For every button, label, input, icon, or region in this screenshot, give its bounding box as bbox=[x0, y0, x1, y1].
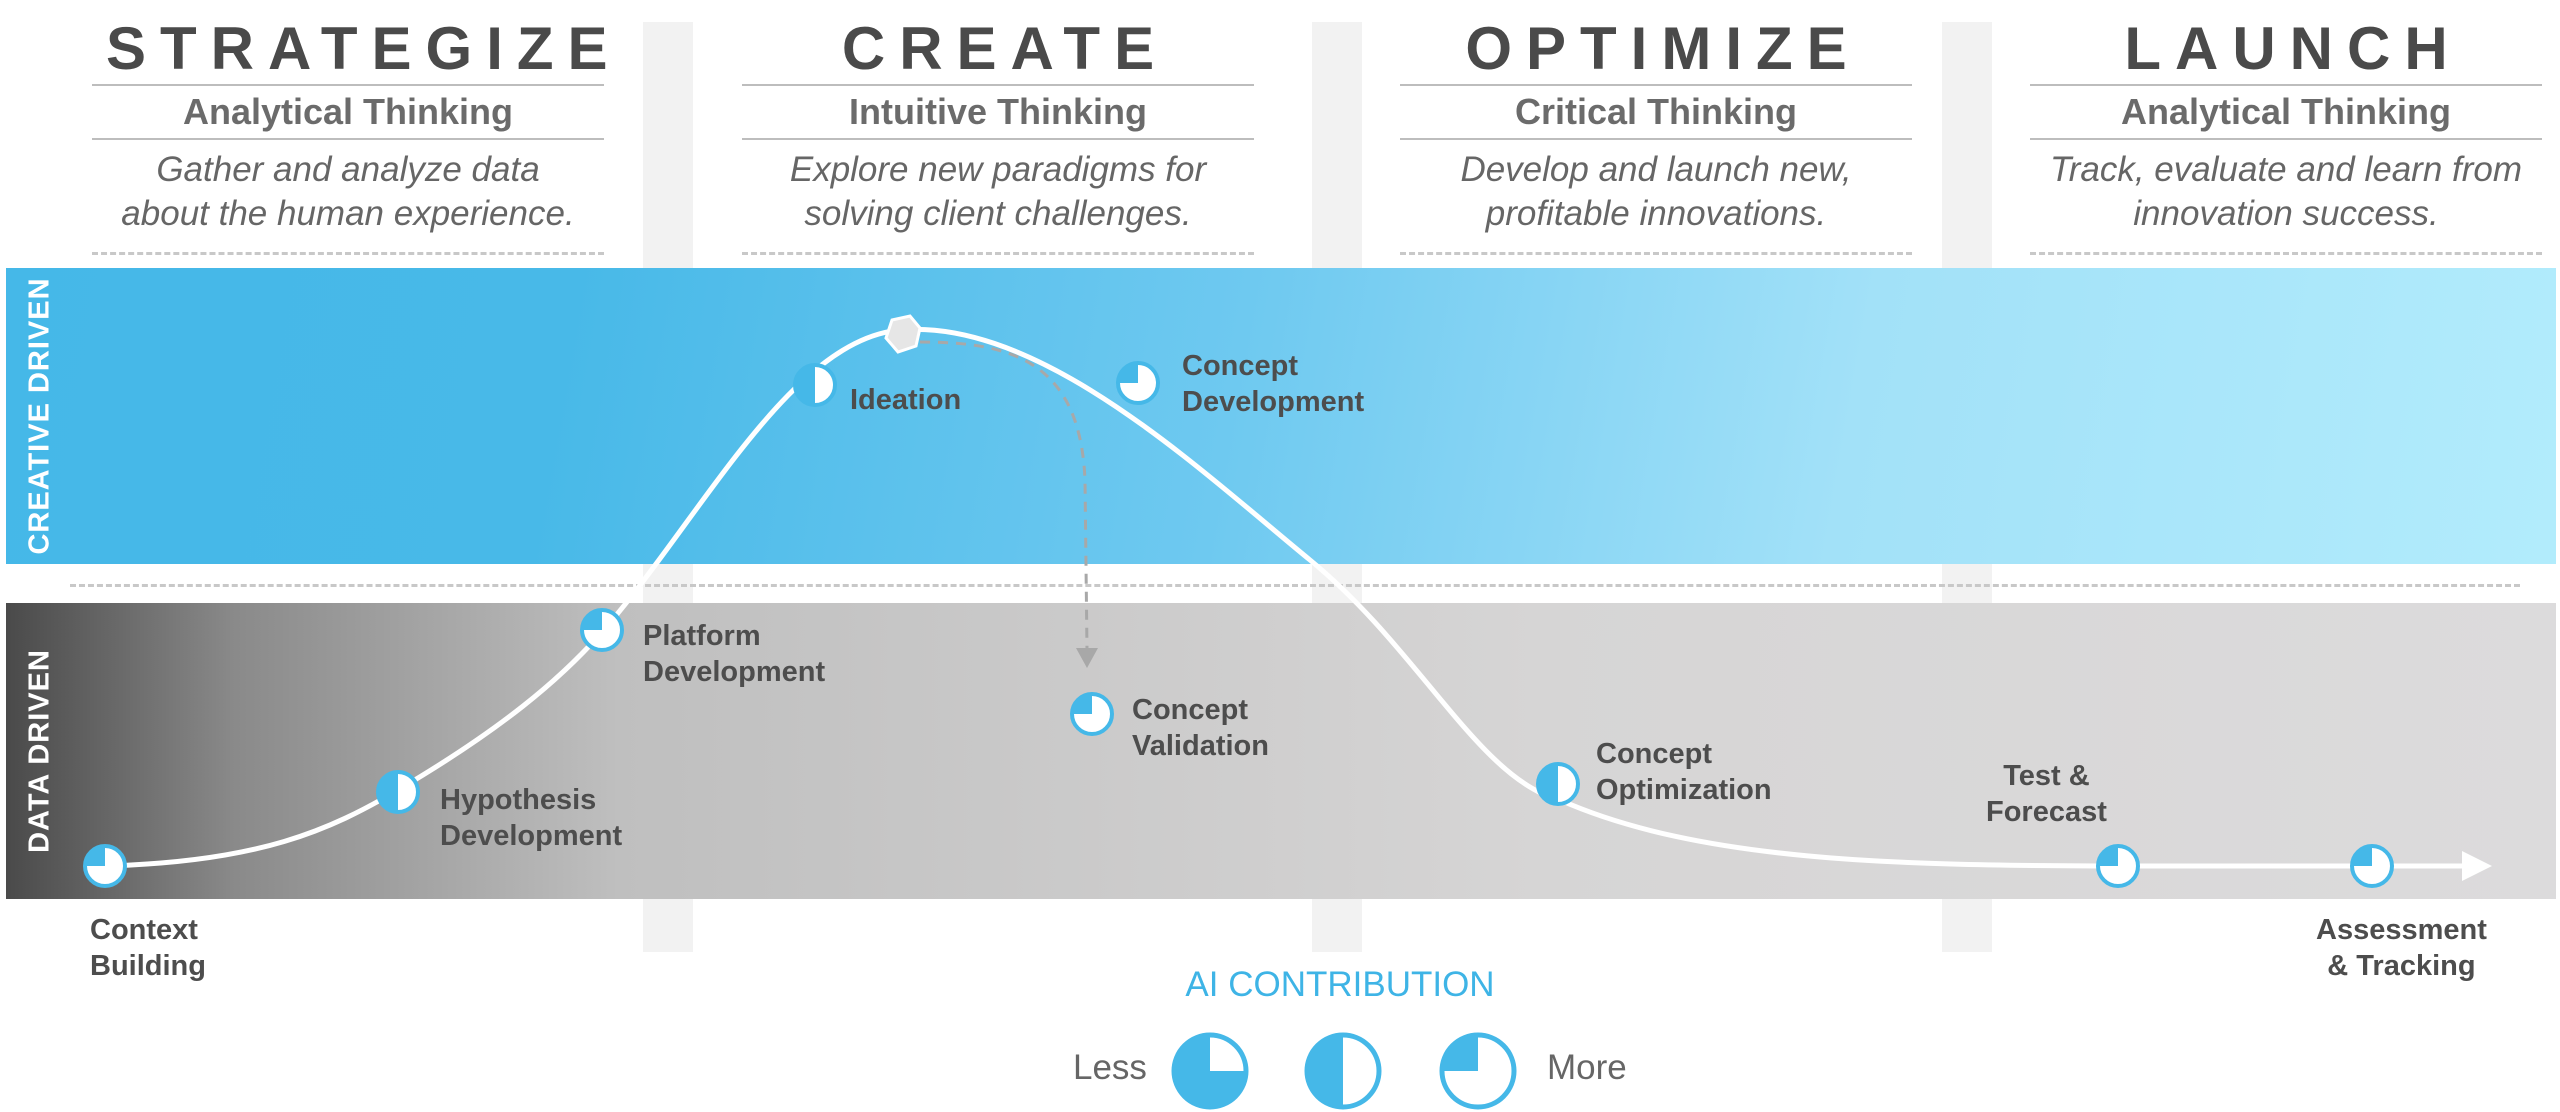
legend-pie-icon bbox=[1171, 1032, 1249, 1110]
legend-more-label: More bbox=[1547, 1048, 1627, 1087]
phase-divider bbox=[92, 252, 604, 255]
phase-strategize: STRATEGIZE Analytical Thinking Gather an… bbox=[92, 14, 622, 255]
phase-rule bbox=[1400, 138, 1912, 140]
node-label-concept-validation: Concept Validation bbox=[1132, 694, 1269, 762]
phase-title: LAUNCH bbox=[2124, 15, 2462, 82]
phase-mode: Analytical Thinking bbox=[2120, 91, 2452, 132]
phase-rule bbox=[92, 84, 604, 86]
creative-driven-band: CREATIVE DRIVEN bbox=[6, 268, 2556, 564]
phase-mode: Critical Thinking bbox=[1514, 91, 1798, 132]
process-curve bbox=[102, 326, 2473, 869]
ai-contribution-pie-icon bbox=[2096, 844, 2140, 888]
phase-rule bbox=[742, 84, 1254, 86]
peak-marker-icon bbox=[884, 314, 922, 354]
phase-description: Gather and analyze data about the human … bbox=[121, 150, 575, 233]
node-label-concept-optimization: Concept Optimization bbox=[1596, 738, 1772, 806]
ai-contribution-pie-icon bbox=[2350, 844, 2394, 888]
phase-rule bbox=[742, 138, 1254, 140]
node-label-hypothesis-development: Hypothesis Development bbox=[440, 784, 623, 852]
ai-contribution-pie-icon bbox=[376, 770, 420, 814]
node-label-ideation: Ideation bbox=[850, 384, 962, 416]
node-label-test-forecast: Test & Forecast bbox=[1986, 760, 2107, 828]
phase-rule bbox=[2030, 138, 2542, 140]
phase-rule bbox=[1400, 84, 1912, 86]
phase-description: Explore new paradigms for solving client… bbox=[789, 150, 1207, 233]
node-label-assessment-tracking: Assessment & Tracking bbox=[2316, 914, 2487, 982]
node-label-platform-development: Platform Development bbox=[643, 620, 826, 688]
phase-title: STRATEGIZE bbox=[106, 15, 622, 82]
dashed-connector bbox=[919, 340, 1089, 651]
phase-optimize: OPTIMIZE Critical Thinking Develop and l… bbox=[1400, 14, 1912, 255]
phase-launch: LAUNCH Analytical Thinking Track, evalua… bbox=[2030, 14, 2542, 255]
phase-mode: Analytical Thinking bbox=[182, 91, 514, 132]
legend-pie-icon bbox=[1304, 1032, 1382, 1110]
phase-title: OPTIMIZE bbox=[1465, 15, 1861, 82]
legend-pie-icon bbox=[1439, 1032, 1517, 1110]
ai-contribution-pie-icon bbox=[1070, 692, 1114, 736]
phase-mode: Intuitive Thinking bbox=[849, 91, 1147, 132]
phase-divider bbox=[1400, 252, 1912, 255]
node-label-context-building: Context Building bbox=[90, 914, 206, 982]
phase-divider bbox=[742, 252, 1254, 255]
phase-description: Develop and launch new, profitable innov… bbox=[1460, 150, 1852, 233]
node-label-concept-development: Concept Development bbox=[1182, 350, 1365, 418]
phase-create: CREATE Intuitive Thinking Explore new pa… bbox=[742, 14, 1254, 255]
phase-divider bbox=[2030, 252, 2542, 255]
dashed-connector-arrow-icon bbox=[1076, 648, 1098, 668]
phase-rule bbox=[92, 138, 604, 140]
ai-contribution-pie-icon bbox=[793, 363, 837, 407]
phase-title: CREATE bbox=[841, 15, 1169, 82]
phase-rule bbox=[2030, 84, 2542, 86]
band-divider bbox=[70, 584, 2520, 587]
legend-less-label: Less bbox=[1073, 1048, 1147, 1087]
ai-contribution-pie-icon bbox=[580, 608, 624, 652]
curve-end-arrow-icon bbox=[2462, 851, 2492, 881]
legend-title: AI CONTRIBUTION bbox=[1185, 965, 1495, 1004]
ai-contribution-pie-icon bbox=[1536, 762, 1580, 806]
phase-description: Track, evaluate and learn from innovatio… bbox=[2049, 150, 2523, 233]
ai-contribution-pie-icon bbox=[1116, 361, 1160, 405]
ai-contribution-pie-icon bbox=[83, 844, 127, 888]
